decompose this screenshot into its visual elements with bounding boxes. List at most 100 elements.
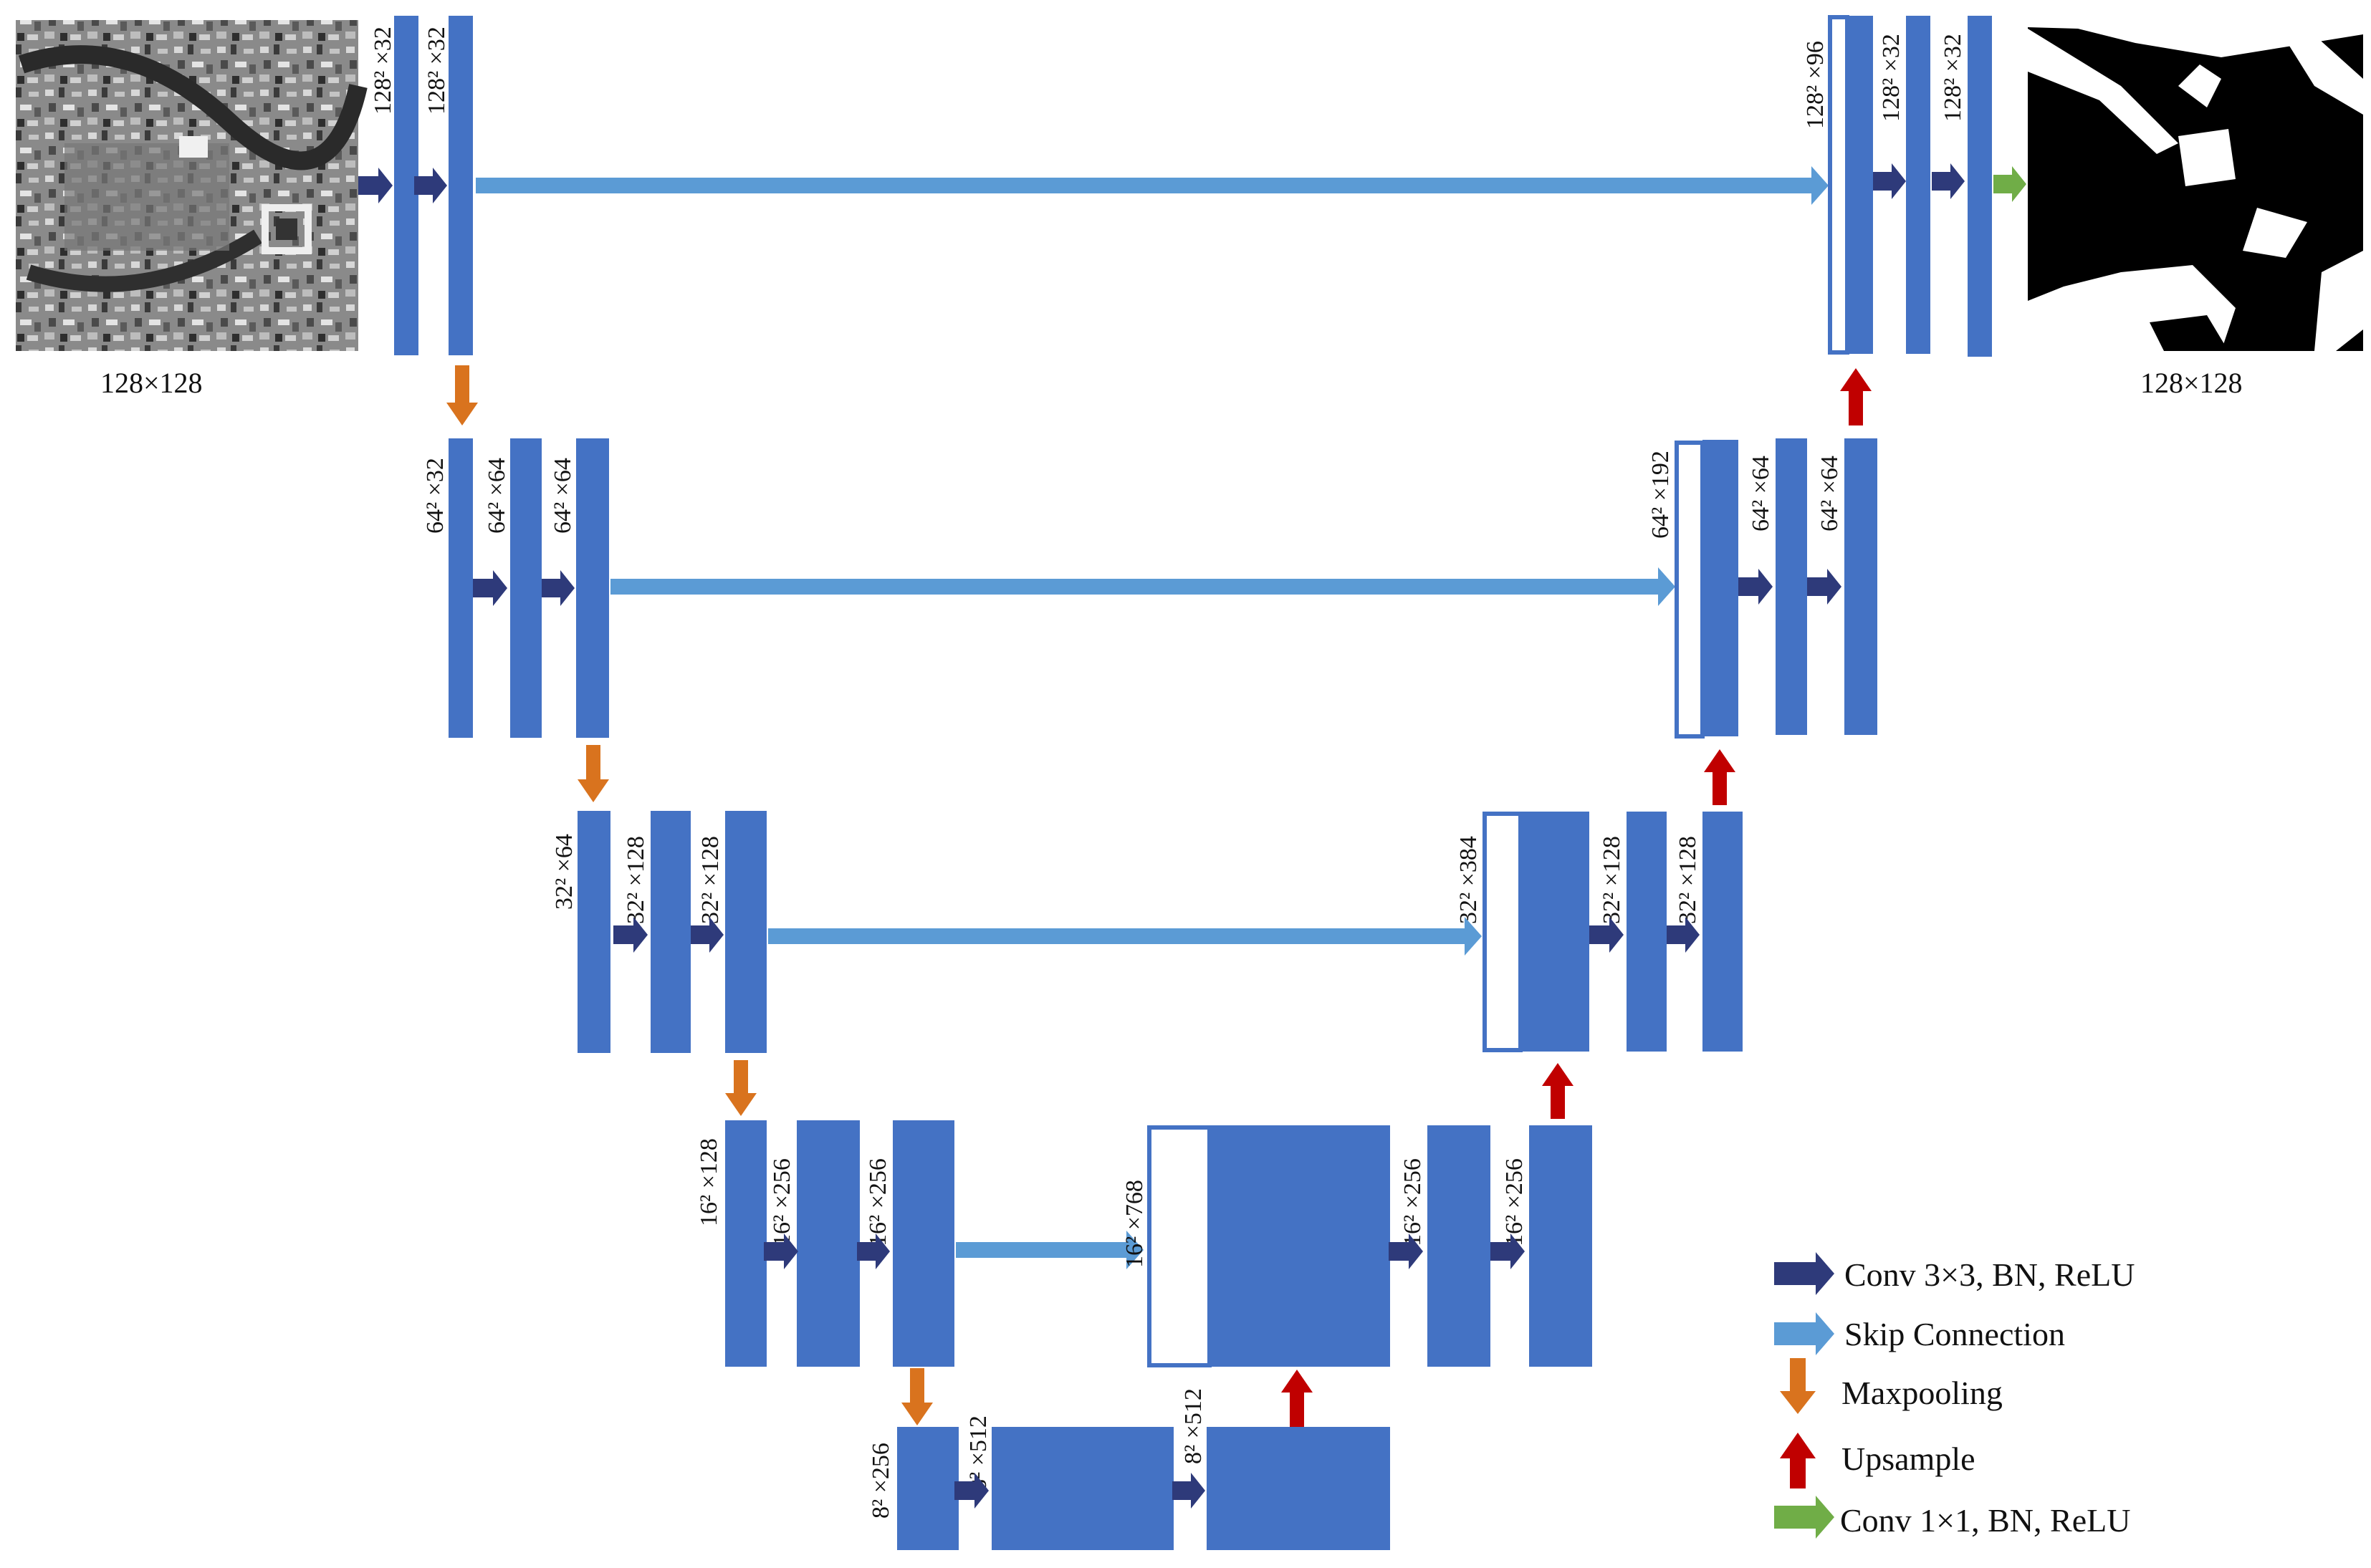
enc4-label-1: 16² ×128 — [696, 1138, 722, 1226]
dec2-label-3: 64² ×64 — [1816, 456, 1843, 532]
legend-conv-label: Conv 3×3, BN, ReLU — [1844, 1256, 2135, 1293]
enc3-label-3: 32² ×128 — [697, 836, 724, 924]
skip-arrow-64 — [610, 567, 1675, 606]
dec3-block-3 — [1702, 812, 1743, 1052]
dec1-block-1 — [1847, 16, 1873, 354]
conv-arrow-dec3-1 — [1589, 917, 1624, 953]
dec4-label-3: 16² ×256 — [1501, 1158, 1528, 1246]
enc2-label-2: 64² ×64 — [484, 458, 510, 534]
dec2-block-1 — [1702, 440, 1738, 736]
dec4-skip-block — [1147, 1125, 1212, 1367]
skip-arrow-128 — [476, 166, 1829, 205]
skip-arrow-32 — [768, 917, 1482, 956]
maxpool-arrow-2 — [578, 745, 609, 802]
input-image-label: 128×128 — [100, 367, 203, 399]
dec4-block-2 — [1427, 1125, 1490, 1367]
enc4-block-2 — [797, 1120, 860, 1367]
legend-skip-icon — [1774, 1312, 1834, 1355]
conv-arrow-dec1-2 — [1932, 163, 1965, 199]
enc3-block-1 — [578, 811, 610, 1053]
dec3-block-1 — [1520, 812, 1589, 1052]
conv-arrow-enc2-1 — [473, 570, 507, 606]
upsample-arrow-16to32 — [1542, 1063, 1574, 1119]
dec3-skip-block — [1483, 812, 1523, 1052]
dec2-block-3 — [1844, 438, 1877, 735]
enc3-label-1: 32² ×64 — [551, 834, 578, 910]
dec3-label-1: 32² ×384 — [1455, 836, 1482, 924]
upsample-arrow-8to16 — [1281, 1370, 1313, 1427]
conv-arrow-dec1-1 — [1873, 163, 1906, 199]
enc2-block-3 — [576, 438, 609, 738]
legend-upsample-icon — [1780, 1433, 1816, 1488]
dec1-block-2 — [1906, 16, 1930, 354]
maxpool-arrow-1 — [446, 365, 478, 425]
conv-arrow-enc1-1 — [414, 168, 447, 203]
conv-arrow-enc4-1 — [764, 1233, 798, 1269]
conv-arrow-enc3-1 — [613, 917, 648, 953]
conv-arrow-enc1-in — [358, 168, 393, 203]
legend-skip-label: Skip Connection — [1844, 1316, 2065, 1352]
dec1-skip-block — [1828, 15, 1849, 355]
upsample-arrow-64to128 — [1840, 368, 1872, 425]
skip-arrow-16 — [956, 1231, 1144, 1269]
conv-arrow-dec2-1 — [1738, 569, 1773, 605]
bottleneck-block-3 — [1207, 1427, 1390, 1550]
final-conv-arrow — [1993, 166, 2026, 202]
enc4-label-3: 16² ×256 — [865, 1158, 891, 1246]
dec2-label-1: 64² ×192 — [1647, 451, 1674, 539]
enc3-block-3 — [725, 811, 767, 1053]
enc2-block-2 — [510, 438, 542, 738]
conv-arrow-enc4-2 — [857, 1233, 890, 1269]
legend-maxpool-icon — [1780, 1358, 1816, 1414]
enc2-label-3: 64² ×64 — [550, 458, 576, 534]
dec1-label-3: 128² ×32 — [1940, 34, 1966, 122]
bottleneck-block-1 — [897, 1427, 959, 1550]
dec1-label-1: 128² ×96 — [1802, 41, 1829, 129]
dec2-skip-block — [1675, 441, 1705, 739]
enc1-block-2 — [449, 16, 473, 355]
enc4-block-1 — [725, 1120, 767, 1367]
dec2-block-2 — [1776, 438, 1807, 735]
conv-arrow-enc2-2 — [542, 570, 575, 606]
dec4-label-1: 16² ×768 — [1121, 1180, 1148, 1268]
upsample-arrow-32to64 — [1704, 749, 1735, 805]
legend: Conv 3×3, BN, ReLU Skip Connection Maxpo… — [1774, 1252, 2135, 1539]
enc2-block-1 — [449, 438, 473, 738]
conv-arrow-dec2-2 — [1807, 569, 1841, 605]
output-image — [2028, 20, 2363, 351]
dec4-block-3 — [1529, 1125, 1592, 1367]
legend-upsample-label: Upsample — [1841, 1440, 1975, 1477]
dec1-block-3 — [1968, 16, 1992, 357]
input-image — [16, 20, 368, 351]
enc3-block-2 — [651, 811, 691, 1053]
enc3-label-2: 32² ×128 — [623, 836, 649, 924]
maxpool-arrow-4 — [901, 1368, 933, 1425]
dec3-label-2: 32² ×128 — [1599, 836, 1625, 924]
legend-conv-icon — [1774, 1252, 1834, 1295]
enc1-label-1: 128² ×32 — [370, 27, 396, 115]
maxpool-arrow-3 — [725, 1060, 757, 1116]
enc2-label-1: 64² ×32 — [422, 458, 449, 534]
conv-arrow-dec3-2 — [1667, 917, 1700, 953]
conv-arrow-bottleneck-1 — [954, 1473, 989, 1509]
enc4-label-2: 16² ×256 — [769, 1158, 795, 1246]
bottleneck-block-2 — [992, 1427, 1174, 1550]
dec4-label-2: 16² ×256 — [1399, 1158, 1426, 1246]
bottleneck-label-1: 8² ×256 — [868, 1443, 894, 1519]
enc1-label-2: 128² ×32 — [423, 27, 450, 115]
conv-arrow-bottleneck-2 — [1172, 1473, 1205, 1509]
dec3-block-2 — [1627, 812, 1667, 1052]
bottleneck-label-3: 8² ×512 — [1180, 1388, 1207, 1464]
dec1-label-2: 128² ×32 — [1878, 34, 1905, 122]
conv-arrow-dec4-2 — [1490, 1233, 1525, 1269]
legend-maxpool-label: Maxpooling — [1841, 1375, 2003, 1411]
enc4-block-3 — [893, 1120, 954, 1367]
dec2-label-2: 64² ×64 — [1748, 456, 1774, 532]
legend-final-conv-icon — [1774, 1496, 1834, 1539]
legend-final-conv-label: Conv 1×1, BN, ReLU — [1840, 1502, 2130, 1539]
dec4-block-1 — [1210, 1125, 1390, 1367]
output-image-label: 128×128 — [2140, 367, 2243, 399]
dec3-label-3: 32² ×128 — [1675, 836, 1701, 924]
conv-arrow-dec4-1 — [1389, 1233, 1423, 1269]
